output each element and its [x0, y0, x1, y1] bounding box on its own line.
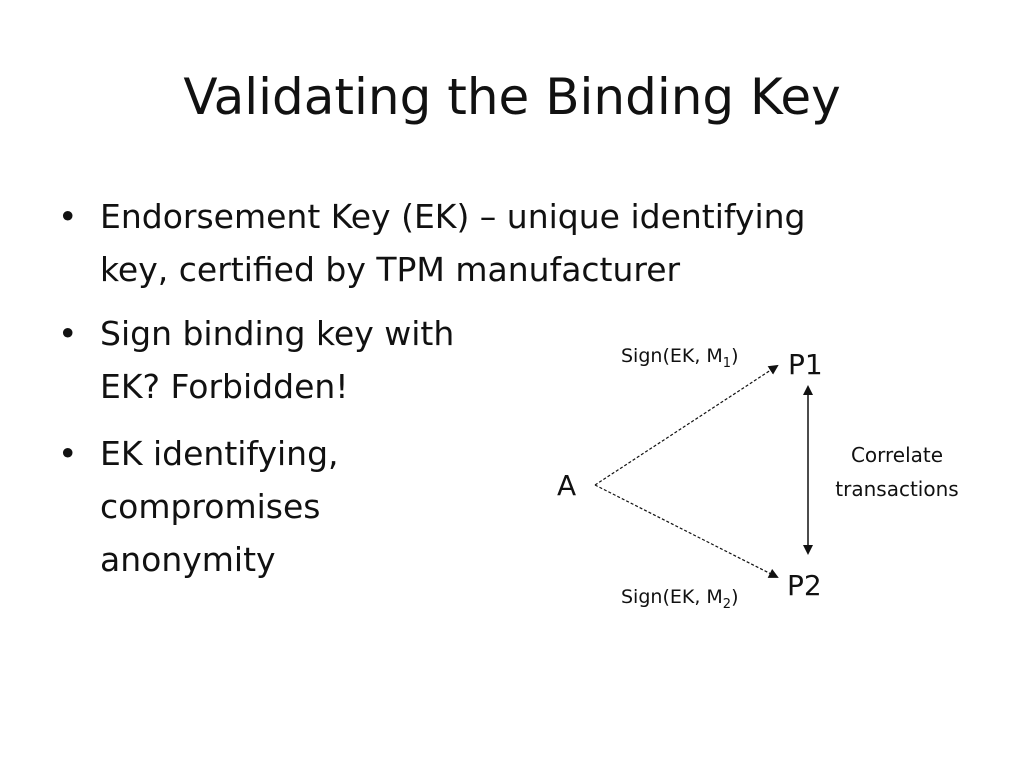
edge-a-to-p1: [594, 364, 779, 486]
node-p1-label: P1: [788, 348, 823, 381]
bullet-item-sign-binding-key: • Sign binding key with EK? Forbidden!: [58, 307, 518, 413]
correlate-label-line2: transactions: [835, 477, 958, 501]
edge-bottom-label: Sign(EK, M2): [621, 586, 739, 612]
bullet-text: Endorsement Key (EK) – unique identifyin…: [100, 197, 806, 289]
bullet-item-endorsement-key: • Endorsement Key (EK) – unique identify…: [58, 190, 958, 296]
edge-bottom-label-prefix: Sign(EK, M: [621, 586, 723, 608]
node-a-label: A: [557, 469, 576, 502]
bullet-text: Sign binding key with EK? Forbidden!: [100, 314, 455, 406]
edge-bottom-label-suffix: ): [731, 586, 738, 608]
edge-top-label-suffix: ): [731, 345, 738, 367]
edge-top-label-prefix: Sign(EK, M: [621, 345, 723, 367]
correlate-label-line1: Correlate: [851, 443, 943, 467]
bullet-marker: •: [58, 197, 78, 236]
bullet-item-ek-identifying: • EK identifying, compromises anonymity: [58, 427, 518, 586]
bullet-marker: •: [58, 314, 78, 353]
edge-top-label: Sign(EK, M1): [621, 345, 739, 371]
edge-a-to-p2: [594, 484, 779, 578]
bullet-text: EK identifying, compromises anonymity: [100, 434, 339, 579]
bullet-marker: •: [58, 434, 78, 473]
slide-title: Validating the Binding Key: [183, 68, 841, 126]
node-p2-label: P2: [787, 569, 822, 602]
edge-bottom-label-subscript: 2: [723, 597, 731, 612]
edge-top-label-subscript: 1: [723, 356, 731, 371]
